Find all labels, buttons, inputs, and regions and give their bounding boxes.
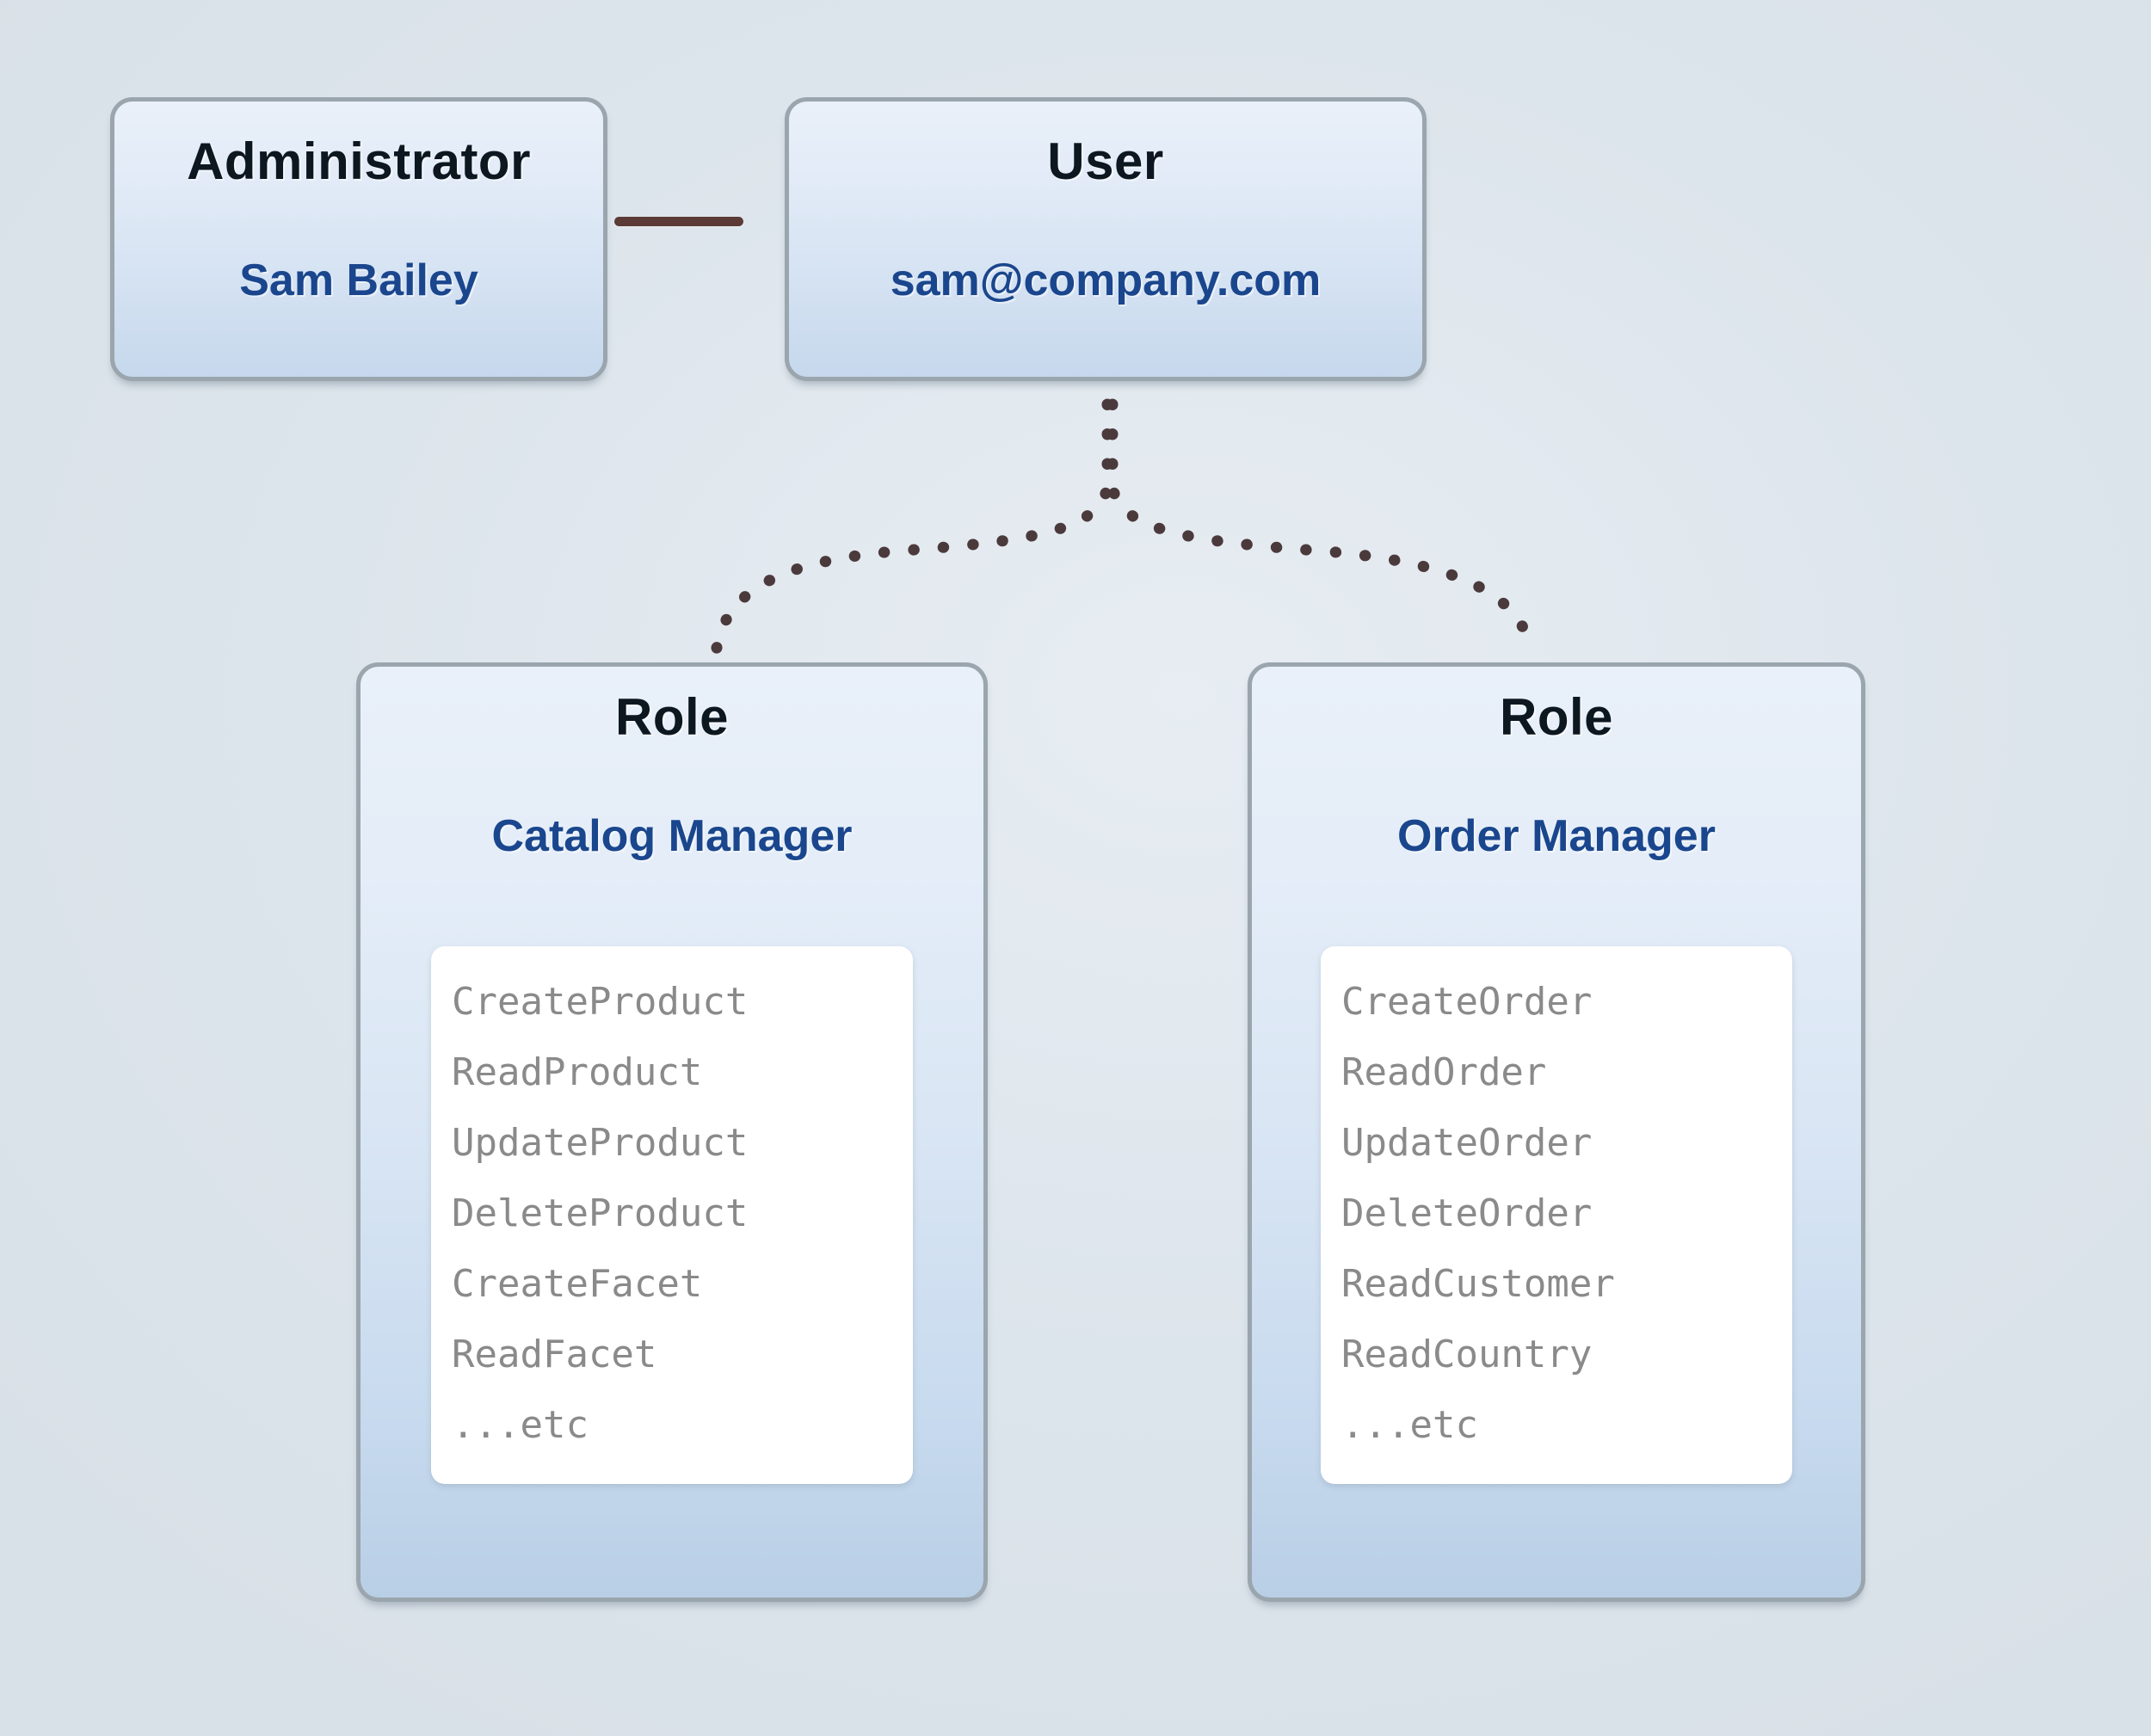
- administrator-node[interactable]: Administrator Sam Bailey: [110, 97, 607, 381]
- permission-item: CreateFacet: [452, 1262, 703, 1306]
- permission-panel: CreateOrder ReadOrder UpdateOrder Delete…: [1321, 946, 1792, 1484]
- user-value-label: sam@company.com: [890, 255, 1322, 305]
- permission-item: ...etc: [1341, 1403, 1478, 1447]
- permission-item: ...etc: [452, 1403, 589, 1447]
- role-value-label: Order Manager: [1397, 811, 1716, 861]
- role-node-order-manager[interactable]: Role Order Manager CreateOrder ReadOrder…: [1248, 662, 1865, 1602]
- permission-item: ReadOrder: [1341, 1050, 1547, 1094]
- permission-panel: CreateProduct ReadProduct UpdateProduct …: [431, 946, 913, 1484]
- user-node[interactable]: User sam@company.com: [785, 97, 1427, 381]
- permission-item: ReadCustomer: [1341, 1262, 1615, 1306]
- administrator-type-label: Administrator: [187, 132, 531, 190]
- permission-item: DeleteOrder: [1341, 1191, 1593, 1235]
- permission-item: ReadFacet: [452, 1333, 657, 1376]
- administrator-user-connector: [614, 217, 743, 226]
- permission-item: DeleteProduct: [452, 1191, 749, 1235]
- permission-item: CreateProduct: [452, 980, 749, 1024]
- administrator-value-label: Sam Bailey: [239, 255, 478, 305]
- user-type-label: User: [1047, 132, 1164, 190]
- role-value-label: Catalog Manager: [491, 811, 853, 861]
- permission-item: UpdateOrder: [1341, 1121, 1593, 1165]
- role-type-label: Role: [1499, 688, 1614, 746]
- relation-user-to-order-manager: [1106, 398, 1538, 660]
- permission-item: ReadCountry: [1341, 1333, 1593, 1376]
- relation-user-to-catalog-manager: [710, 398, 1113, 660]
- permission-item: UpdateProduct: [452, 1121, 749, 1165]
- role-node-catalog-manager[interactable]: Role Catalog Manager CreateProduct ReadP…: [356, 662, 988, 1602]
- permission-item: CreateOrder: [1341, 980, 1593, 1024]
- role-type-label: Role: [614, 688, 730, 746]
- permission-item: ReadProduct: [452, 1050, 703, 1094]
